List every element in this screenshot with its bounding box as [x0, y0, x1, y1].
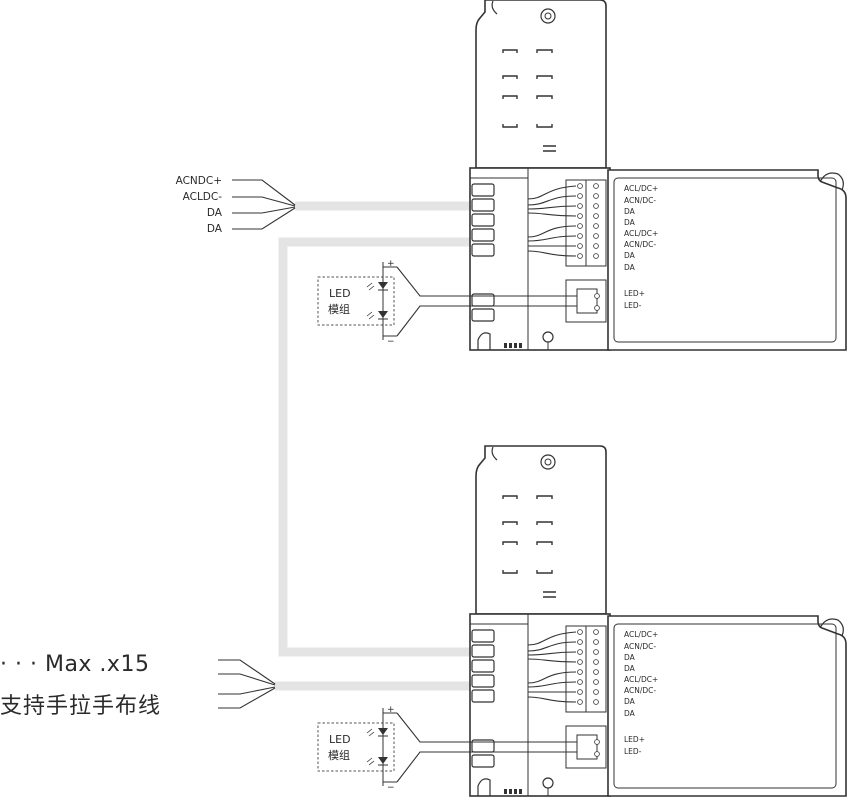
led-output-label: LED- [624, 301, 642, 310]
led-module-plus: + [387, 705, 395, 715]
daisy-chain-note: 支持手拉手布线 [0, 694, 162, 719]
terminal-label: ACN/DC- [624, 686, 656, 695]
led-module-plus: + [387, 259, 395, 269]
terminal-label: DA [624, 251, 636, 260]
led-module-line2: 模组 [328, 302, 350, 316]
terminal-labels-2: ACL/DC+ ACN/DC- DA DA ACL/DC+ ACN/DC- DA… [624, 630, 658, 756]
bus-line-chain [278, 237, 528, 657]
input-label-4: DA [207, 223, 223, 235]
terminal-label: ACL/DC+ [624, 675, 658, 684]
input-wire-labels: ACNDC+ ACLDC- DA DA [176, 175, 223, 235]
input-label-2: ACLDC- [183, 191, 223, 203]
terminal-label: ACL/DC+ [624, 184, 658, 193]
input-wire-bundle [232, 179, 296, 230]
terminal-label: DA [624, 709, 636, 718]
max-chain-note: · · · Max .x15 [0, 652, 150, 677]
terminal-label: DA [624, 207, 636, 216]
driver-unit-2 [469, 445, 847, 797]
terminal-label: ACN/DC- [624, 240, 656, 249]
terminal-label: DA [624, 218, 636, 227]
led-module-2: + − LED 模组 [317, 705, 470, 793]
terminal-label: ACN/DC- [624, 642, 656, 651]
terminal-labels-1: ACL/DC+ ACN/DC- DA DA ACL/DC+ ACN/DC- DA… [624, 184, 658, 310]
terminal-label: DA [624, 263, 636, 272]
led-output-label: LED+ [624, 735, 645, 744]
terminal-label: DA [624, 653, 636, 662]
led-output-label: LED+ [624, 289, 645, 298]
terminal-label: DA [624, 697, 636, 706]
led-module-minus: − [387, 783, 395, 793]
chain-wire-bundle [218, 659, 276, 709]
terminal-label: ACN/DC- [624, 196, 656, 205]
led-module-line1: LED [329, 733, 351, 746]
driver-unit-1 [469, 0, 847, 351]
terminal-label: DA [624, 664, 636, 673]
led-module-minus: − [387, 337, 395, 347]
led-module-line2: 模组 [328, 748, 350, 762]
terminal-label: ACL/DC+ [624, 630, 658, 639]
terminal-label: ACL/DC+ [624, 229, 658, 238]
input-label-1: ACNDC+ [176, 175, 222, 187]
led-output-label: LED- [624, 747, 642, 756]
input-label-3: DA [207, 207, 223, 219]
led-module-1: + − LED 模组 [317, 259, 470, 347]
led-module-line1: LED [329, 287, 351, 300]
